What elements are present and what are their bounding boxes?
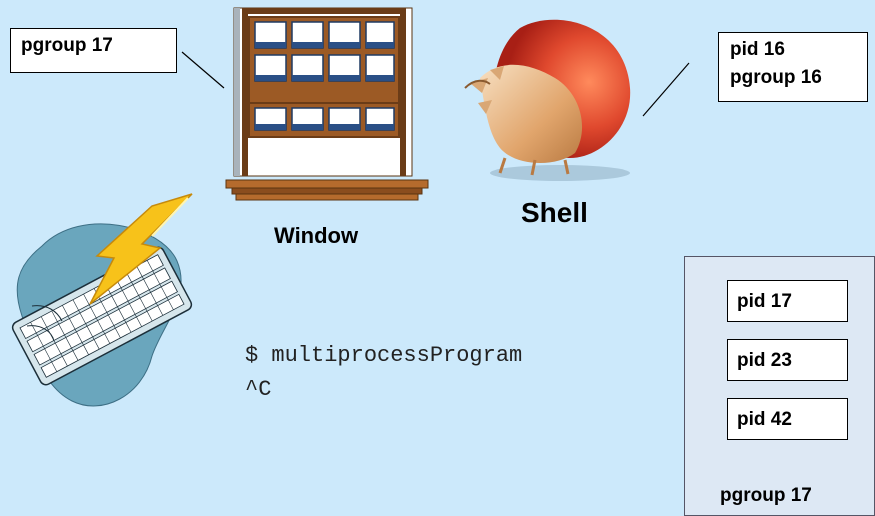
shell-pid-box: pid 16 pgroup 16 — [718, 32, 868, 102]
shell-icon — [464, 19, 631, 181]
pid-label-17: pid 17 — [737, 291, 792, 312]
window-pgroup-label: pgroup 17 — [21, 35, 113, 56]
shell-caption: Shell — [521, 197, 588, 228]
shell-pid-label: pid 16 — [730, 39, 785, 60]
keyboard-icon — [11, 193, 193, 407]
pid-box-42: pid 42 — [727, 398, 848, 440]
terminal-command: $ multiprocessProgram — [245, 343, 523, 368]
window-icon — [225, 7, 429, 201]
terminal-interrupt: ^C — [245, 377, 272, 402]
shell-pgroup-label: pgroup 16 — [730, 67, 822, 88]
window-pgroup-box: pgroup 17 — [10, 28, 177, 73]
pid-box-17: pid 17 — [727, 280, 848, 322]
pid-label-23: pid 23 — [737, 350, 792, 371]
window-caption: Window — [274, 223, 359, 248]
process-group-label: pgroup 17 — [720, 485, 812, 506]
pid-box-23: pid 23 — [727, 339, 848, 381]
pid-label-42: pid 42 — [737, 409, 792, 430]
